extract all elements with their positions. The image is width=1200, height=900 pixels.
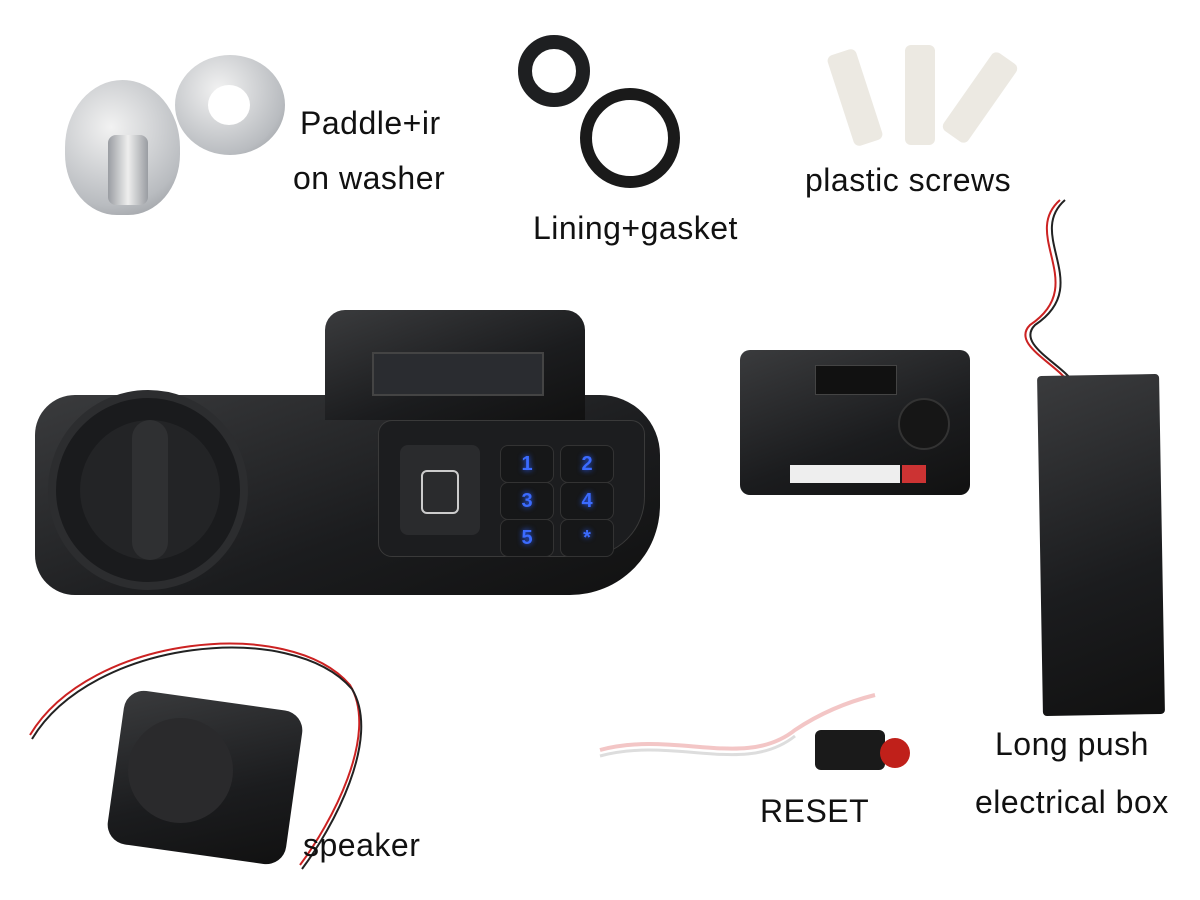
paddle-label-line1: Paddle+ir (300, 105, 441, 141)
buzzer (898, 398, 950, 450)
key-4[interactable]: 4 (560, 482, 614, 520)
key-5[interactable]: 5 (500, 519, 554, 557)
electrical-box (1037, 373, 1165, 717)
lining (518, 35, 590, 107)
reset-cable (599, 693, 876, 758)
speaker-cone (128, 718, 233, 823)
paddle-shaft (108, 135, 148, 205)
lcd-display (372, 352, 544, 396)
screws-label: plastic screws (805, 162, 1012, 198)
gasket (580, 88, 680, 188)
speaker-cable (29, 642, 363, 870)
plastic-screw (826, 47, 884, 148)
plastic-screw (940, 49, 1020, 146)
reset-label: RESET (760, 793, 870, 829)
key-3[interactable]: 3 (500, 482, 554, 520)
connectors (790, 465, 900, 483)
connector-red (902, 465, 926, 483)
knob-handle[interactable] (132, 420, 168, 560)
fingerprint-sensor[interactable] (400, 445, 480, 535)
plastic-screw (905, 45, 935, 145)
key-star[interactable]: * (560, 519, 614, 557)
paddle-label-line2: on washer (293, 160, 446, 196)
fingerprint-icon (421, 470, 459, 514)
speaker-label: speaker (303, 827, 421, 863)
box-cable (1024, 199, 1076, 386)
reset-button[interactable] (880, 738, 910, 768)
board-header (815, 365, 897, 395)
reset-body (815, 730, 885, 770)
box-label-line2: electrical box (975, 784, 1169, 820)
box-label-line1: Long push (995, 726, 1149, 762)
lining-label: Lining+gasket (533, 210, 738, 246)
key-1[interactable]: 1 (500, 445, 554, 483)
key-2[interactable]: 2 (560, 445, 614, 483)
washer-hole (208, 85, 250, 125)
